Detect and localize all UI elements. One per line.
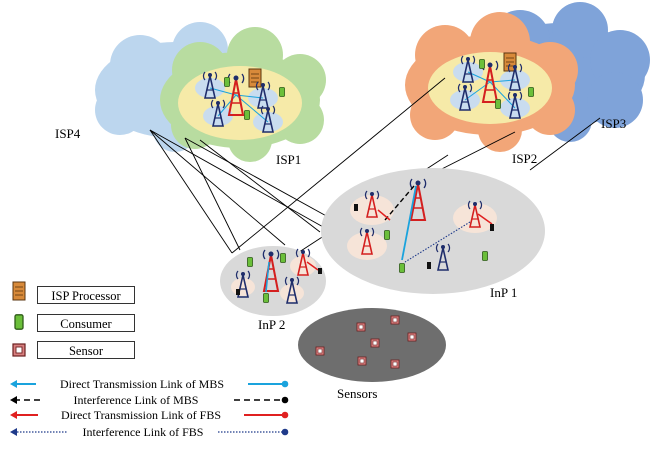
- legend-sensor-label: Sensor: [37, 341, 135, 359]
- inp1-device-icon: [354, 204, 358, 211]
- sensors-label: Sensors: [337, 386, 377, 401]
- legend-interference-fbs-label: Interference Link of FBS: [83, 425, 204, 439]
- isp3-label: ISP3: [601, 116, 626, 131]
- inp1-consumer-icon: [384, 230, 390, 240]
- sensor-icon: [357, 356, 367, 366]
- inp2-device-icon: [318, 268, 322, 274]
- isp1-consumer-icon: [279, 87, 285, 97]
- isp2-consumer-icon: [479, 59, 485, 69]
- inp2-cells: [231, 256, 316, 302]
- legend-direct-fbs-label: Direct Transmission Link of FBS: [61, 408, 221, 422]
- inp1-consumer-icon: [482, 251, 488, 261]
- isp1-server-icon: [248, 68, 262, 88]
- legend-consumer-label: Consumer: [37, 314, 135, 332]
- sensor-icon: [315, 346, 325, 356]
- inp1-area: [321, 168, 545, 294]
- legend-isp-processor-label: ISP Processor: [37, 286, 135, 304]
- inp1-device-icon: [427, 262, 431, 269]
- legend-interference-mbs-label: Interference Link of MBS: [74, 393, 199, 407]
- inp1-device-icon: [490, 224, 494, 231]
- legend-direct-mbs-label: Direct Transmission Link of MBS: [60, 377, 224, 391]
- isp2-consumer-icon: [528, 87, 534, 97]
- legend-isp-processor-icon: [12, 281, 26, 301]
- inp2-links: [265, 261, 319, 293]
- sensor-icon: [407, 332, 417, 342]
- isp1-consumer-icon: [224, 77, 230, 87]
- inp2-consumer-icon: [263, 293, 269, 303]
- inp2-consumer-icon: [247, 257, 253, 267]
- sensor-icon: [390, 359, 400, 369]
- inp2-label: InP 2: [258, 317, 285, 332]
- legend-consumer-icon: [14, 314, 24, 330]
- isp1-label: ISP1: [276, 152, 301, 167]
- inp2-consumer-icon: [280, 253, 286, 263]
- isp2-consumer-icon: [495, 99, 501, 109]
- sensor-icon: [356, 322, 366, 332]
- isp1-consumer-icon: [244, 110, 250, 120]
- inp1-consumer-icon: [399, 263, 405, 273]
- legend-sensor-icon: [12, 343, 26, 357]
- inp1-links: [377, 185, 493, 263]
- inp2-device-icon: [236, 289, 240, 295]
- sensor-icon: [370, 338, 380, 348]
- isp2-label: ISP2: [512, 151, 537, 166]
- sensor-icon: [390, 315, 400, 325]
- inp1-label: InP 1: [490, 285, 517, 300]
- isp4-label: ISP4: [55, 126, 81, 141]
